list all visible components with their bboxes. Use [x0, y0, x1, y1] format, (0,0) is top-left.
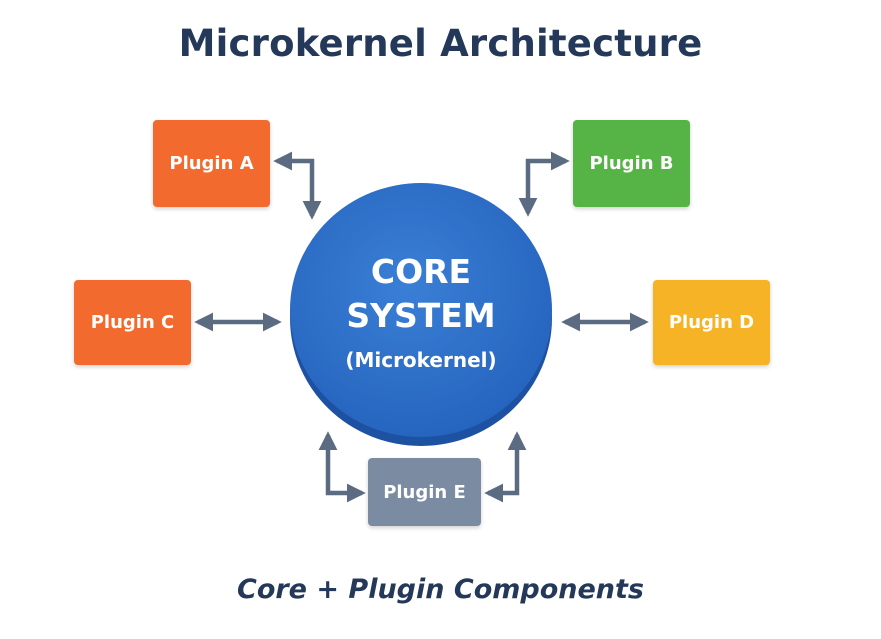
- connector-plugin-e-left: [318, 431, 366, 503]
- connector-plugin-b: [518, 151, 570, 217]
- plugin-d-box[interactable]: Plugin D: [653, 280, 770, 365]
- plugin-c-label: Plugin C: [90, 312, 175, 333]
- diagram-subtitle: Core + Plugin Components: [237, 574, 644, 605]
- plugin-a-box[interactable]: Plugin A: [153, 120, 270, 207]
- plugin-d-label: Plugin D: [668, 312, 755, 333]
- core-system-disc: [290, 183, 552, 446]
- plugin-b-box[interactable]: Plugin B: [573, 120, 690, 207]
- diagram-title: Microkernel Architecture: [178, 22, 703, 65]
- core-title-line2: SYSTEM: [346, 296, 496, 335]
- core-title-line1: CORE: [370, 252, 472, 291]
- core-subtitle: (Microkernel): [345, 348, 497, 372]
- plugin-c-box[interactable]: Plugin C: [74, 280, 191, 365]
- connector-plugin-e-right: [484, 431, 527, 503]
- plugin-e-box[interactable]: Plugin E: [368, 458, 481, 526]
- plugin-e-label: Plugin E: [383, 481, 466, 503]
- connector-plugin-a: [273, 151, 322, 220]
- core-disc-top: [290, 183, 552, 437]
- plugin-b-label: Plugin B: [589, 153, 674, 174]
- plugin-a-label: Plugin A: [169, 153, 254, 174]
